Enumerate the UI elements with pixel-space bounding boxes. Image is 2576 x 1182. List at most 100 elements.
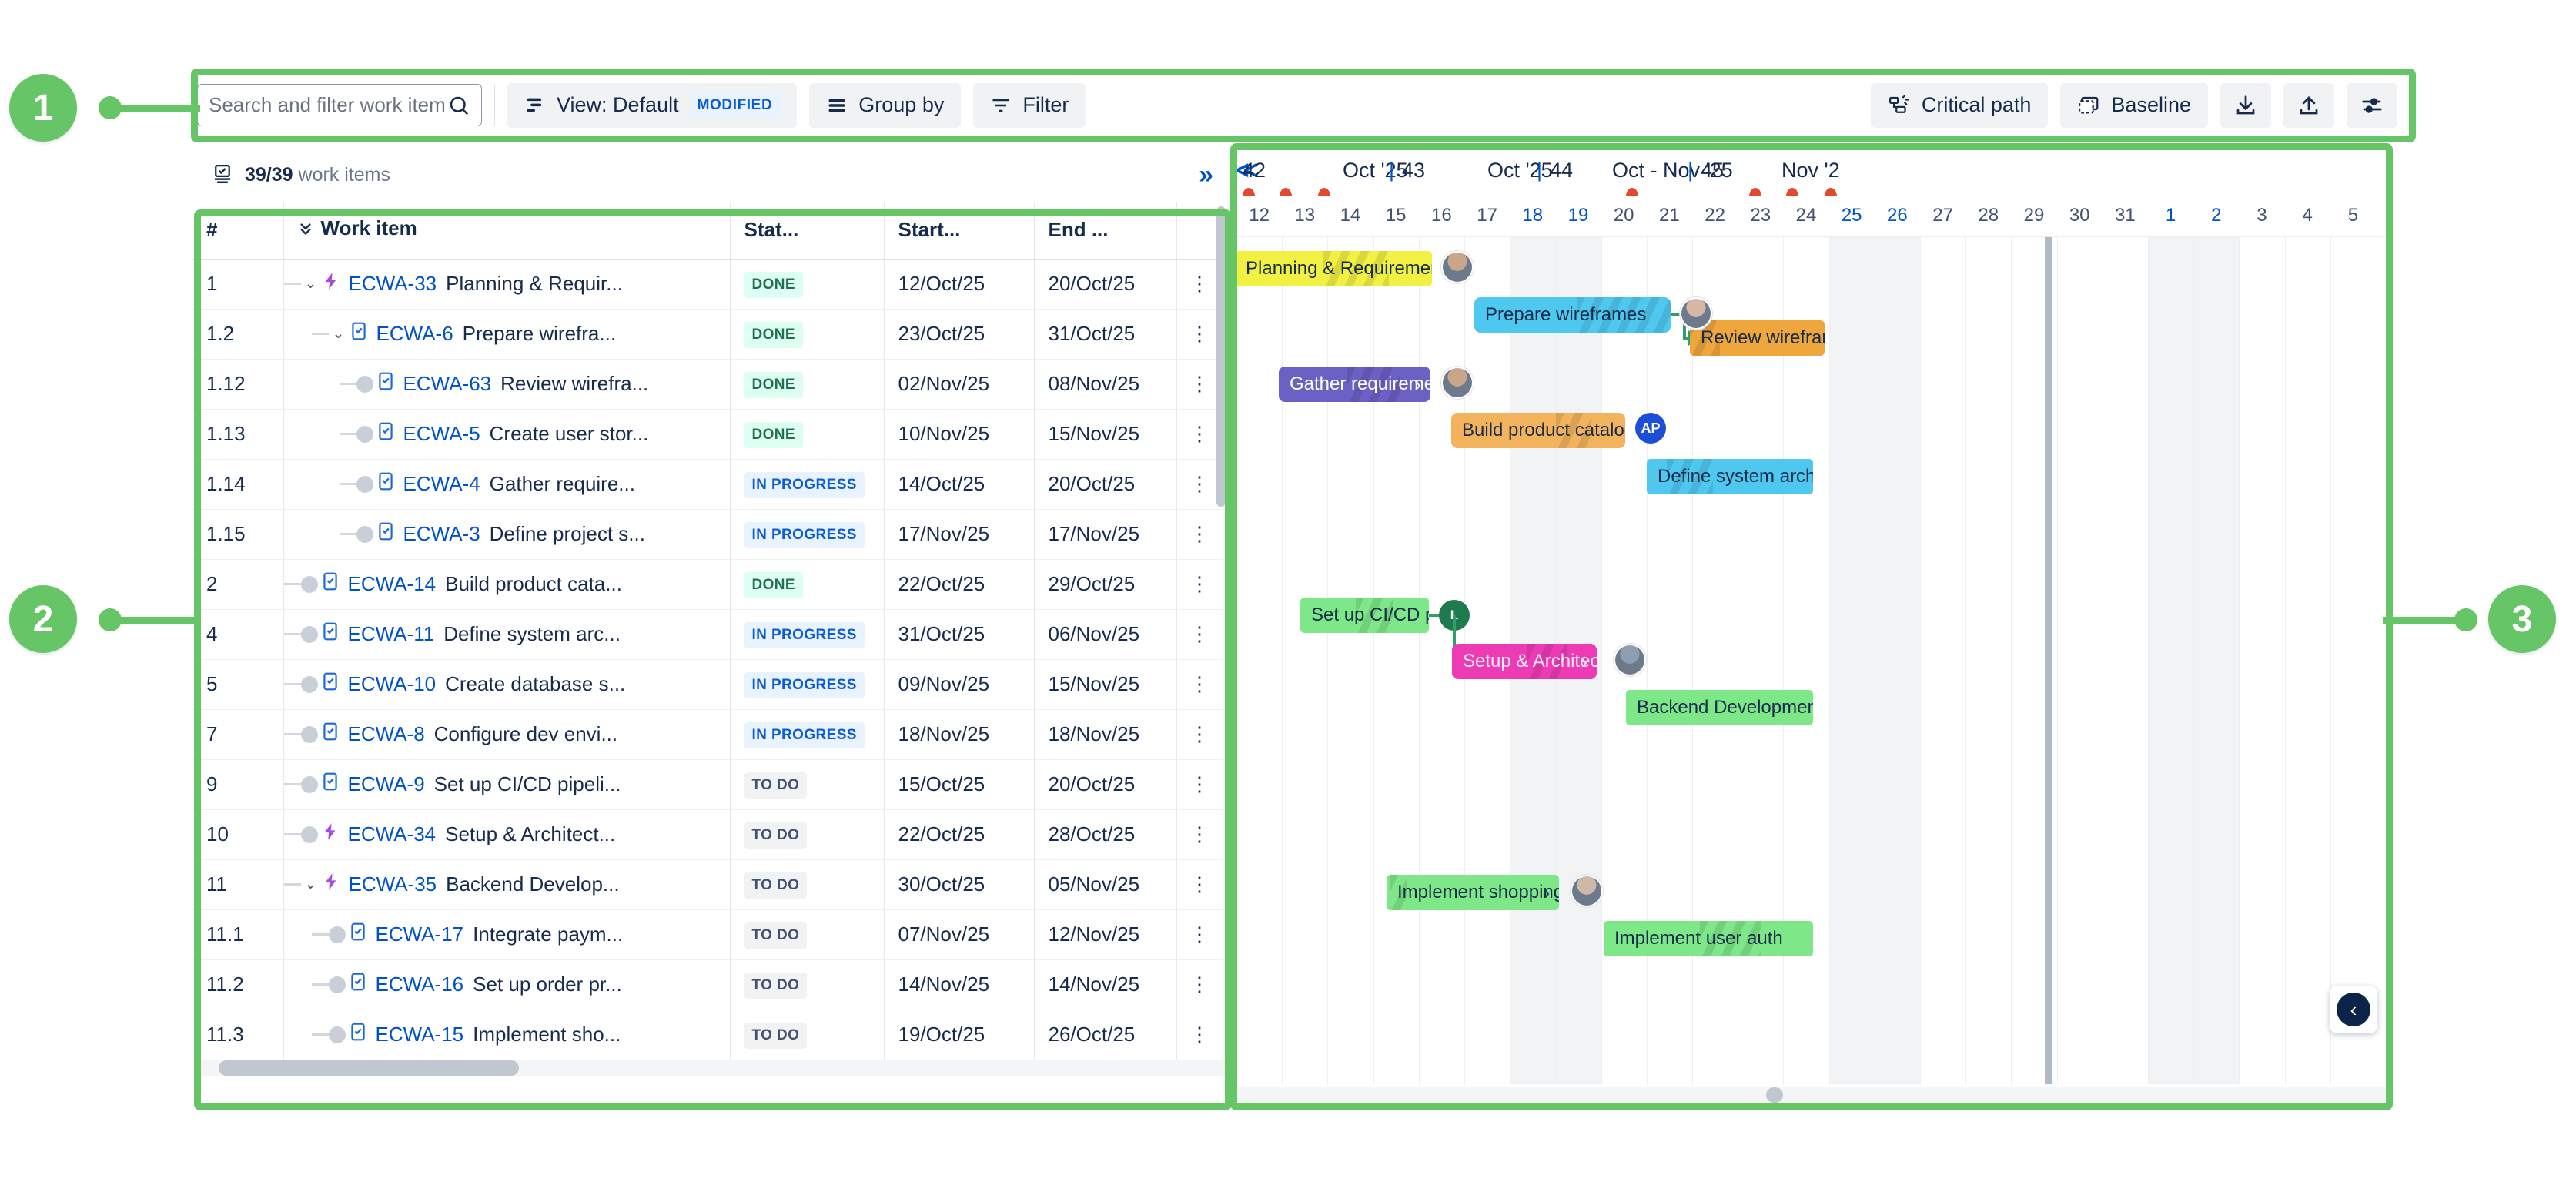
assignee-avatar[interactable] (1614, 644, 1646, 676)
row-key[interactable]: ECWA-8 (347, 722, 425, 745)
assignee-avatar[interactable] (1441, 251, 1474, 283)
gantt-bar-expand-chevron-icon[interactable]: › (1581, 649, 1587, 673)
gantt-bar[interactable]: Prepare wireframes (1474, 297, 1671, 333)
row-menu-button[interactable]: ⋮ (1176, 959, 1223, 1010)
row-menu-button[interactable]: ⋮ (1176, 509, 1223, 560)
row-key[interactable]: ECWA-9 (347, 772, 425, 795)
row-menu-button[interactable]: ⋮ (1176, 809, 1223, 860)
row-key[interactable]: ECWA-5 (403, 422, 480, 445)
row-menu-button[interactable]: ⋮ (1176, 759, 1223, 810)
gantt-bar[interactable]: Gather requirements› (1279, 367, 1430, 402)
row-expand-caret[interactable]: ⌄ (304, 876, 317, 892)
gantt-bar[interactable]: Backend Development (1626, 690, 1813, 725)
row-menu-button[interactable]: ⋮ (1176, 909, 1223, 960)
collapse-panel-button[interactable]: ‹ (2330, 986, 2377, 1033)
row-key[interactable]: ECWA-6 (376, 322, 453, 345)
gantt-bars-area[interactable]: L ‹ Planning & RequirementsPrepare wiref… (1235, 237, 2390, 1084)
row-key[interactable]: ECWA-11 (347, 622, 435, 645)
baseline-button[interactable]: Baseline (2060, 82, 2208, 128)
row-key[interactable]: ECWA-3 (403, 522, 480, 545)
row-key[interactable]: ECWA-4 (403, 472, 480, 495)
settings-button[interactable] (2347, 82, 2397, 128)
assignee-avatar[interactable] (1571, 875, 1603, 907)
row-menu-button[interactable]: ⋮ (1176, 659, 1223, 710)
table-vertical-scrollbar[interactable] (1216, 206, 1226, 507)
column-header-end[interactable]: End ... (1034, 202, 1177, 260)
row-menu-button[interactable]: ⋮ (1176, 259, 1223, 310)
column-header-status[interactable]: Stat... (730, 202, 885, 260)
gantt-bar[interactable]: Build product catalog API (1451, 413, 1625, 448)
gantt-bar[interactable]: Implement shopping cart› (1387, 875, 1559, 910)
assignee-avatar[interactable] (1441, 367, 1474, 399)
row-menu-button[interactable]: ⋮ (1176, 459, 1223, 510)
row-menu-button[interactable]: ⋮ (1176, 359, 1223, 410)
row-expand-caret[interactable]: ⌄ (304, 276, 317, 292)
filter-button[interactable]: Filter (973, 82, 1086, 128)
row-menu-button[interactable]: ⋮ (1176, 309, 1223, 360)
gantt-bar[interactable]: Setup & Architecture› (1452, 644, 1597, 679)
group-by-button[interactable]: Group by (809, 82, 962, 128)
row-key[interactable]: ECWA-16 (375, 973, 464, 996)
row-menu-button[interactable]: ⋮ (1176, 859, 1223, 910)
assignee-avatar[interactable] (1680, 297, 1712, 330)
column-header-index[interactable]: # (192, 202, 284, 260)
row-menu-button[interactable]: ⋮ (1176, 409, 1223, 460)
gantt-horizontal-scrollbar[interactable] (1235, 1087, 2390, 1103)
column-header-work-item[interactable]: Work item (283, 202, 731, 260)
row-expand-caret[interactable]: ⌄ (332, 326, 345, 342)
gantt-bar[interactable]: Planning & Requirements (1235, 251, 1432, 286)
row-key[interactable]: ECWA-17 (375, 922, 464, 946)
upload-button[interactable] (2283, 82, 2334, 128)
column-header-start[interactable]: Start... (884, 202, 1035, 260)
download-button[interactable] (2220, 82, 2271, 128)
row-key[interactable]: ECWA-10 (347, 672, 437, 695)
table-horizontal-scrollbar[interactable] (197, 1060, 1227, 1076)
row-key[interactable]: ECWA-34 (347, 822, 437, 845)
row-menu-button[interactable]: ⋮ (1176, 709, 1223, 760)
table-scrollbar-thumb[interactable] (219, 1060, 519, 1076)
critical-path-button[interactable]: Critical path (1870, 82, 2049, 128)
gantt-bar[interactable]: Define system architecture (1647, 459, 1813, 494)
row-key[interactable]: ECWA-15 (375, 1023, 464, 1046)
row-menu-button[interactable]: ⋮ (1176, 559, 1223, 610)
row-key[interactable]: ECWA-33 (348, 272, 437, 295)
gantt-scrollbar-thumb[interactable] (1766, 1087, 1783, 1103)
row-menu-button[interactable]: ⋮ (1176, 1010, 1223, 1060)
gantt-bar[interactable]: Implement user auth (1604, 921, 1813, 956)
view-default-button[interactable]: View: Default MODIFIED (507, 82, 798, 128)
row-menu-button[interactable]: ⋮ (1176, 609, 1223, 660)
assignee-avatar-initials[interactable]: AP (1635, 413, 1666, 444)
search-input[interactable]: Search and filter work item (197, 84, 482, 126)
gantt-bar-expand-chevron-icon[interactable]: › (1543, 880, 1550, 904)
gantt-bar[interactable]: Set up CI/CD pipeline (1300, 598, 1429, 633)
